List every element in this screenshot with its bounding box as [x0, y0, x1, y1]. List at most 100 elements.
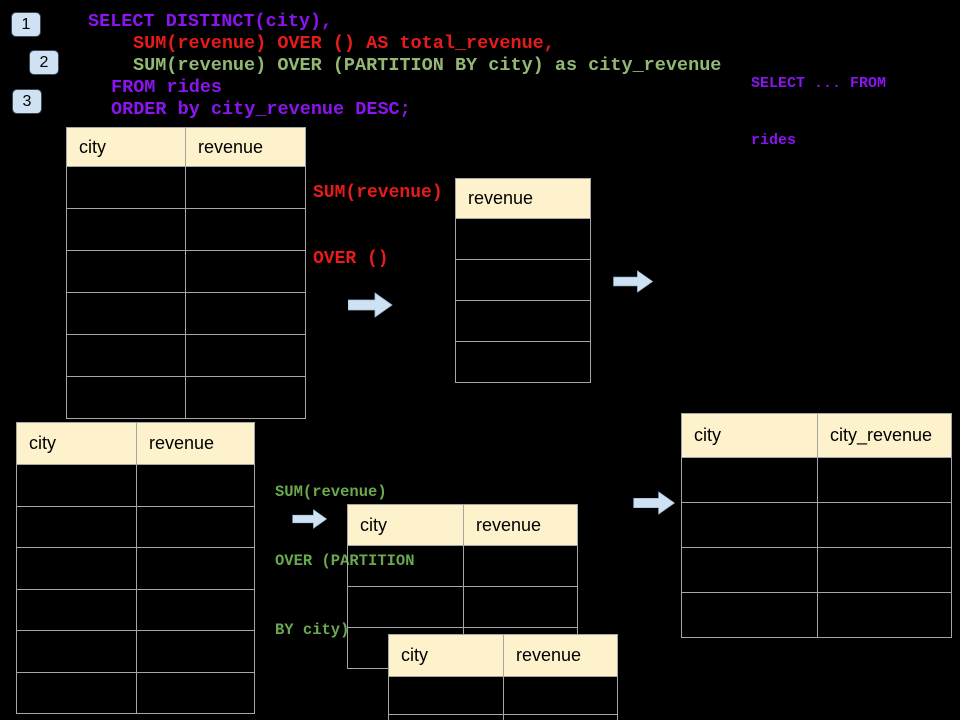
empty-cell: [136, 671, 255, 714]
table-row: [347, 586, 578, 628]
column-header-city-revenue: city_revenue: [817, 413, 952, 458]
empty-cell: [16, 671, 137, 714]
table-row: [455, 300, 591, 342]
empty-cell: [136, 630, 255, 673]
table-row: [66, 334, 306, 377]
column-header-city: city: [388, 634, 504, 677]
empty-cell: [16, 630, 137, 673]
empty-cell: [66, 250, 186, 293]
table-header-row: city city_revenue: [681, 413, 952, 458]
column-header-revenue: revenue: [463, 504, 578, 546]
table-partition-step-2: city revenue: [388, 634, 618, 720]
empty-cell: [66, 334, 186, 377]
table-total-revenue-result: revenue: [455, 178, 591, 383]
table-source-rides-bottom: city revenue: [16, 422, 255, 714]
empty-cell: [185, 376, 306, 419]
empty-cell: [681, 547, 818, 593]
sql-line-from: FROM rides: [111, 77, 223, 98]
empty-cell: [388, 714, 504, 720]
empty-cell: [681, 592, 818, 638]
empty-cell: [66, 208, 186, 251]
empty-cell: [16, 464, 137, 507]
empty-cell: [185, 208, 306, 251]
table-row: [455, 218, 591, 260]
table-row: [66, 208, 306, 251]
table-row: [66, 250, 306, 293]
side-note-line-1: SELECT ... FROM: [751, 75, 887, 92]
table-row: [681, 502, 952, 548]
column-header-city: city: [681, 413, 818, 458]
table-row: [347, 545, 578, 587]
side-note-line-2: rides: [751, 132, 797, 149]
empty-cell: [66, 166, 186, 209]
column-header-revenue: revenue: [455, 178, 591, 219]
sql-line-order-by: ORDER by city_revenue DESC;: [111, 99, 411, 120]
table-row: [455, 341, 591, 383]
empty-cell: [136, 505, 255, 548]
empty-cell: [16, 588, 137, 631]
annotation-partition-line-1: SUM(revenue): [275, 483, 387, 501]
flow-arrow-from-total: [613, 270, 654, 293]
column-header-revenue: revenue: [503, 634, 618, 677]
empty-cell: [503, 714, 618, 720]
empty-cell: [347, 545, 464, 587]
empty-cell: [455, 259, 591, 301]
annotation-total-line-1: SUM(revenue): [313, 183, 443, 203]
step-badge-3: 3: [12, 89, 42, 114]
table-row: [16, 547, 255, 590]
empty-cell: [817, 502, 952, 548]
table-row: [681, 457, 952, 503]
flow-arrow-to-total: [348, 292, 393, 318]
sql-line-select: SELECT DISTINCT(city),: [88, 11, 333, 32]
empty-cell: [16, 505, 137, 548]
empty-cell: [463, 545, 578, 587]
table-row: [16, 588, 255, 631]
empty-cell: [455, 300, 591, 342]
empty-cell: [503, 676, 618, 715]
empty-cell: [185, 250, 306, 293]
table-row: [455, 259, 591, 301]
empty-cell: [817, 547, 952, 593]
table-header-row: revenue: [455, 178, 591, 219]
empty-cell: [681, 457, 818, 503]
step-badge-2: 2: [29, 50, 59, 75]
empty-cell: [136, 464, 255, 507]
column-header-city: city: [347, 504, 464, 546]
table-row: [16, 671, 255, 714]
table-header-row: city revenue: [66, 127, 306, 167]
empty-cell: [185, 334, 306, 377]
table-row: [66, 292, 306, 335]
annotation-total-revenue: SUM(revenue) OVER (): [313, 138, 443, 292]
table-row: [16, 505, 255, 548]
empty-cell: [817, 592, 952, 638]
empty-cell: [136, 588, 255, 631]
empty-cell: [681, 502, 818, 548]
empty-cell: [817, 457, 952, 503]
annotation-total-line-2: OVER (): [313, 249, 389, 269]
table-final-result: city city_revenue: [681, 413, 952, 638]
flow-arrow-to-final: [633, 491, 675, 515]
column-header-revenue: revenue: [136, 422, 255, 465]
side-note-select-from-rides: SELECT ... FROM rides: [751, 36, 886, 169]
empty-cell: [388, 676, 504, 715]
table-header-row: city revenue: [16, 422, 255, 465]
table-row: [66, 166, 306, 209]
table-header-row: city revenue: [347, 504, 578, 546]
empty-cell: [455, 341, 591, 383]
annotation-partition-line-3: BY city): [275, 621, 350, 639]
empty-cell: [136, 547, 255, 590]
table-source-rides-top: city revenue: [66, 127, 306, 419]
column-header-city: city: [16, 422, 137, 465]
empty-cell: [463, 586, 578, 628]
empty-cell: [66, 376, 186, 419]
empty-cell: [66, 292, 186, 335]
empty-cell: [347, 586, 464, 628]
empty-cell: [185, 292, 306, 335]
table-row: [16, 464, 255, 507]
table-row: [388, 714, 618, 720]
column-header-revenue: revenue: [185, 127, 306, 167]
flow-arrow-to-partitions: [292, 509, 328, 529]
empty-cell: [455, 218, 591, 260]
table-row: [388, 676, 618, 715]
